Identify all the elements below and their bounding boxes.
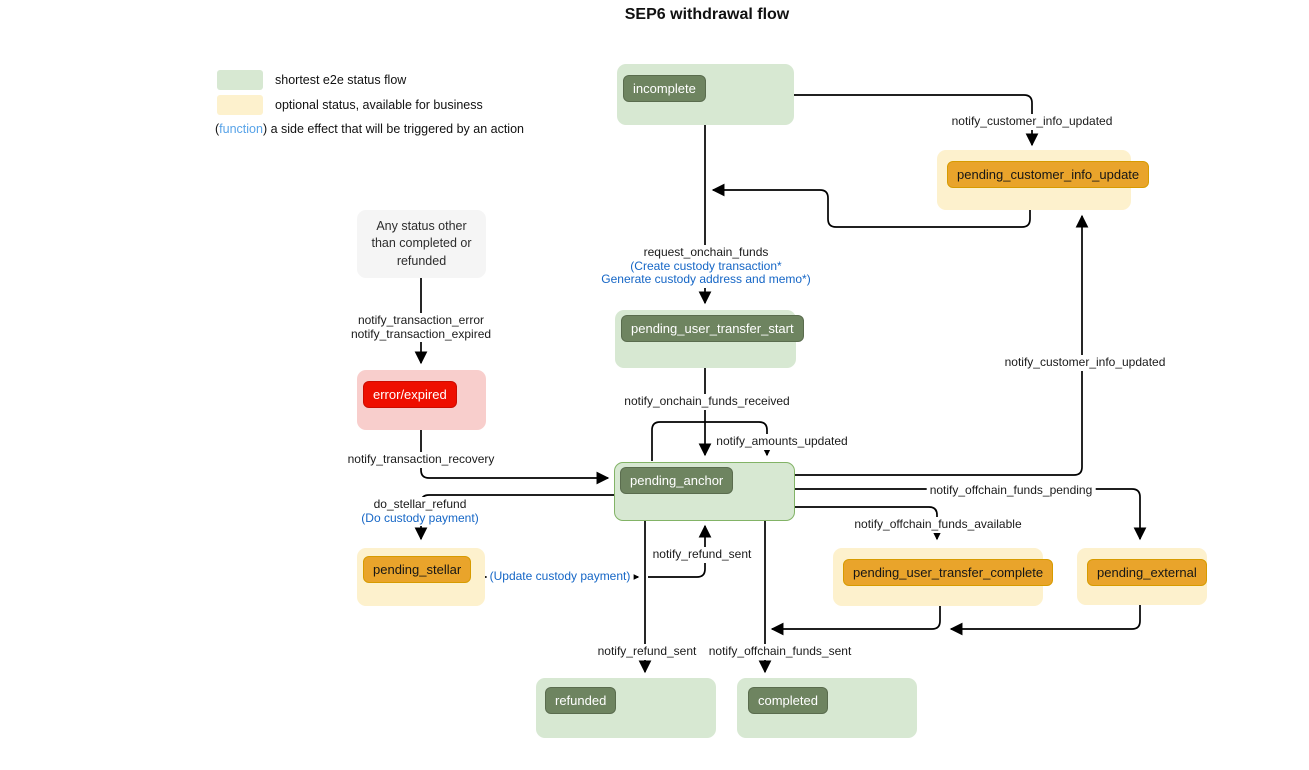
edge-label-generate-custody-address: Generate custody address and memo*) <box>601 272 811 286</box>
legend-function-line: (function) a side effect that will be tr… <box>215 122 524 136</box>
edge-pending-anchor-to-pending-external <box>795 488 1147 541</box>
edge-label-notify-offchain-funds-sent: notify_offchain_funds_sent <box>705 644 855 660</box>
edge-label-notify-offchain-funds-pending: notify_offchain_funds_pending <box>926 483 1096 499</box>
edge-label-notify-customer-info-updated-right: notify_customer_info_updated <box>1001 355 1169 371</box>
node-pending-user-transfer-start-label: pending_user_transfer_start <box>621 315 804 342</box>
edge-label-notify-refund-sent-lower: notify_refund_sent <box>594 644 700 660</box>
edge-label-do-stellar-refund-action: do_stellar_refund <box>373 497 467 511</box>
node-pending-anchor: pending_anchor <box>614 462 795 521</box>
edge-label-do-stellar-refund: do_stellar_refund (Do custody payment) <box>358 497 482 526</box>
legend-green-label: shortest e2e status flow <box>275 73 407 87</box>
edge-label-request-onchain-funds-action: request_onchain_funds <box>643 245 769 259</box>
edge-label-notify-transaction-expired: notify_transaction_expired <box>350 326 492 341</box>
legend-green-swatch <box>217 70 263 90</box>
edge-incomplete-to-pending-customer-info-update <box>794 94 1039 147</box>
edge-pending-anchor-to-pending-user-transfer-complete <box>795 506 944 541</box>
node-pending-user-transfer-complete-label: pending_user_transfer_complete <box>843 559 1054 586</box>
node-incomplete-label: incomplete <box>623 75 706 102</box>
node-pending-customer-info-update: pending_customer_info_update <box>937 150 1150 210</box>
node-completed-label: completed <box>748 687 828 714</box>
node-incomplete: incomplete <box>617 64 794 125</box>
edge-label-create-custody-transaction: (Create custody transaction* <box>630 258 782 273</box>
node-pending-stellar: pending_stellar <box>357 548 485 606</box>
edge-pending-user-transfer-complete-merge <box>770 606 941 636</box>
edge-label-notify-amounts-updated: notify_amounts_updated <box>713 434 851 450</box>
node-refunded: refunded <box>536 678 716 738</box>
edge-error-expired-to-pending-anchor <box>420 430 610 485</box>
legend-function-desc: a side effect that will be triggered by … <box>267 122 524 136</box>
edge-pending-anchor-to-pending-customer-info-update <box>795 214 1089 476</box>
legend-function-close-paren: ) <box>262 122 268 136</box>
edge-pending-customer-info-update-return <box>711 183 1031 228</box>
edge-label-notify-transaction-recovery: notify_transaction_recovery <box>344 452 498 468</box>
node-error-expired-label: error/expired <box>363 381 457 408</box>
diagram-title: SEP6 withdrawal flow <box>624 6 790 23</box>
node-completed: completed <box>737 678 917 738</box>
node-pending-user-transfer-complete: pending_user_transfer_complete <box>833 548 1054 606</box>
note-any-status: Any status other than completed or refun… <box>357 210 486 278</box>
edge-label-transaction-error-expired: notify_transaction_error notify_transact… <box>347 313 495 342</box>
edge-pending-anchor-self-loop <box>651 421 774 461</box>
node-refunded-label: refunded <box>545 687 617 714</box>
node-pending-user-transfer-start: pending_user_transfer_start <box>615 310 804 368</box>
edge-label-notify-transaction-error: notify_transaction_error <box>357 313 485 327</box>
edge-label-notify-offchain-funds-available: notify_offchain_funds_available <box>851 517 1025 533</box>
edge-pending-external-merge <box>949 605 1141 636</box>
legend-yellow-label: optional status, available for business <box>275 98 483 112</box>
edge-label-notify-customer-info-updated-top: notify_customer_info_updated <box>948 114 1116 130</box>
node-error-expired: error/expired <box>357 370 486 430</box>
node-pending-external-label: pending_external <box>1087 559 1207 586</box>
node-pending-external: pending_external <box>1077 548 1207 605</box>
legend-yellow-swatch <box>217 95 263 115</box>
edge-label-do-custody-payment: (Do custody payment) <box>361 510 479 525</box>
edge-label-notify-onchain-funds-received: notify_onchain_funds_received <box>621 394 793 410</box>
legend-function-open-paren: ( <box>215 122 220 136</box>
node-pending-stellar-label: pending_stellar <box>363 556 472 583</box>
node-pending-customer-info-update-label: pending_customer_info_update <box>947 161 1150 188</box>
legend-function-word: function <box>219 122 263 136</box>
edge-label-notify-refund-sent-upper: notify_refund_sent <box>649 547 755 563</box>
edge-refund-sent-to-pending-anchor <box>648 524 712 578</box>
node-pending-anchor-label: pending_anchor <box>620 467 734 494</box>
edge-label-update-custody-payment: (Update custody payment) <box>486 569 634 585</box>
edge-label-request-onchain-funds: request_onchain_funds (Create custody tr… <box>598 245 814 288</box>
